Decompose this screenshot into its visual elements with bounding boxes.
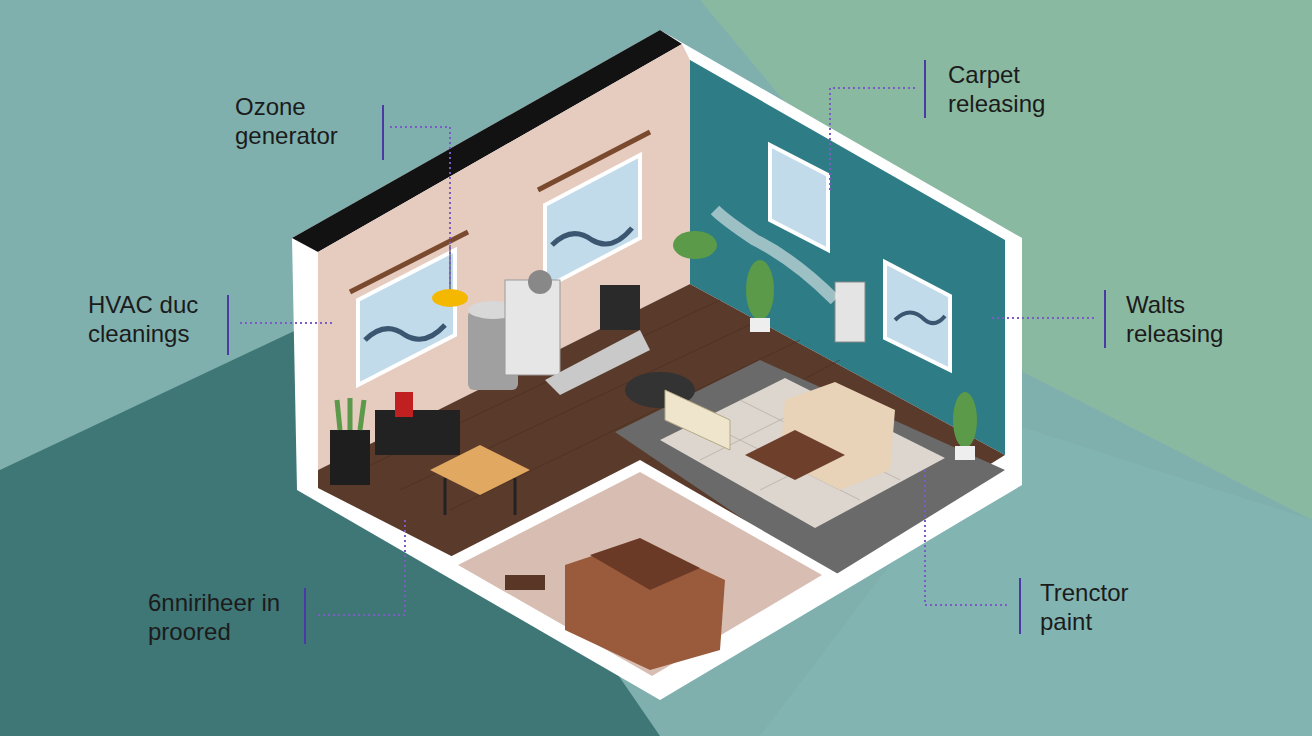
callout-label: HVAC duc cleanings bbox=[88, 290, 218, 348]
callout-label: Carpet releasing bbox=[948, 60, 1073, 118]
callout-label: Trenctor paint bbox=[1040, 578, 1180, 636]
callout-label: Walts releasing bbox=[1126, 290, 1266, 348]
callout-label: Ozone generator bbox=[235, 92, 370, 150]
callout-label: 6nniriheer in proored bbox=[148, 588, 293, 646]
